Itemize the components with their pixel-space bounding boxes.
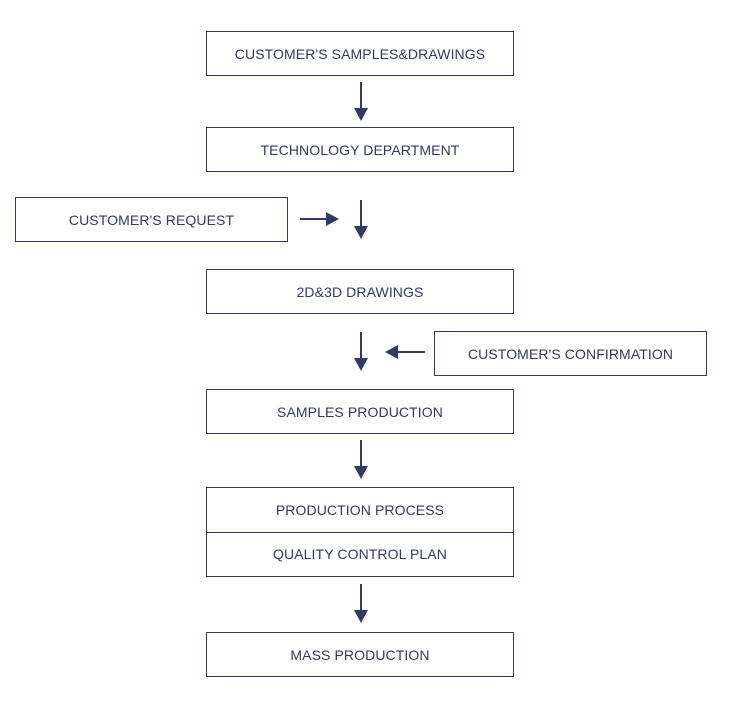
arrow-head-3 [354, 358, 368, 371]
arrow-heads [326, 108, 398, 623]
box-label: MASS PRODUCTION [290, 646, 430, 663]
arrow-head-2 [354, 226, 368, 239]
box-label: CUSTOMER'S CONFIRMATION [467, 345, 674, 362]
samples-production-box: SAMPLES PRODUCTION [206, 389, 514, 434]
production-process-cell: PRODUCTION PROCESS [207, 488, 513, 532]
production-quality-box: PRODUCTION PROCESS QUALITY CONTROL PLAN [206, 487, 514, 577]
box-label: PRODUCTION PROCESS [275, 501, 445, 518]
quality-control-plan-cell: QUALITY CONTROL PLAN [207, 531, 513, 577]
box-label: 2D&3D DRAWINGS [296, 283, 424, 300]
drawings-2d-3d-box: 2D&3D DRAWINGS [206, 269, 514, 314]
mass-production-box: MASS PRODUCTION [206, 632, 514, 677]
customers-request-box: CUSTOMER'S REQUEST [15, 197, 288, 242]
arrow-head-4 [354, 466, 368, 479]
box-label: QUALITY CONTROL PLAN [273, 546, 447, 563]
box-label: TECHNOLOGY DEPARTMENT [260, 141, 460, 158]
arrow-head-1 [354, 108, 368, 121]
customers-confirmation-box: CUSTOMER'S CONFIRMATION [434, 331, 707, 376]
arrow-head-request [326, 212, 339, 226]
box-label: CUSTOMER'S REQUEST [68, 211, 235, 228]
box-label: SAMPLES PRODUCTION [277, 403, 443, 420]
box-label: CUSTOMER'S SAMPLES&DRAWINGS [234, 45, 486, 62]
arrow-head-confirmation [385, 345, 398, 359]
arrow-head-5 [354, 610, 368, 623]
customers-samples-drawings-box: CUSTOMER'S SAMPLES&DRAWINGS [206, 31, 514, 76]
arrow-lines [300, 82, 425, 612]
technology-department-box: TECHNOLOGY DEPARTMENT [206, 127, 514, 172]
